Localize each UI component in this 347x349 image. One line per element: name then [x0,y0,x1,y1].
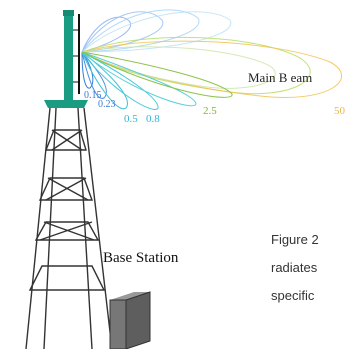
base-station-box [109,291,151,349]
lattice-tower [25,107,113,349]
contour-label-2-5: 2.5 [203,105,217,117]
beam-lobe-upper-3 [81,9,200,53]
antenna-mast [44,10,88,108]
mast-top [63,10,74,16]
contour-label-0-15: 0.15 [84,90,102,101]
beam-lobe-upper-4 [81,11,232,53]
contour-label-0-23: 0.23 [98,99,116,110]
caption-line-1: Figure 2 [271,232,319,247]
tower-platform [44,100,88,108]
beam-main-lobe-3 [81,46,276,89]
contour-label-0-8: 0.8 [146,113,160,125]
beam-lobe-lower-3 [81,51,128,110]
beam-lobe-lower-1 [81,51,94,89]
beam-lobe-upper-1 [81,16,132,53]
beam-lobe-lower-5 [81,51,197,107]
base-station-label: Base Station [103,250,179,266]
main-beam-label: Main B eam [248,70,312,85]
beam-lobe-lower-4 [81,51,159,110]
mast-pole [64,14,73,100]
beam-lobe-upper-2 [81,11,164,53]
caption-line-3: specific [271,288,315,303]
beam-lobe-lower-6 [81,51,233,98]
radiation-pattern [81,9,342,110]
contour-label-0-5: 0.5 [124,113,138,125]
caption-line-2: radiates [271,260,318,275]
contour-label-50: 50 [334,105,346,117]
